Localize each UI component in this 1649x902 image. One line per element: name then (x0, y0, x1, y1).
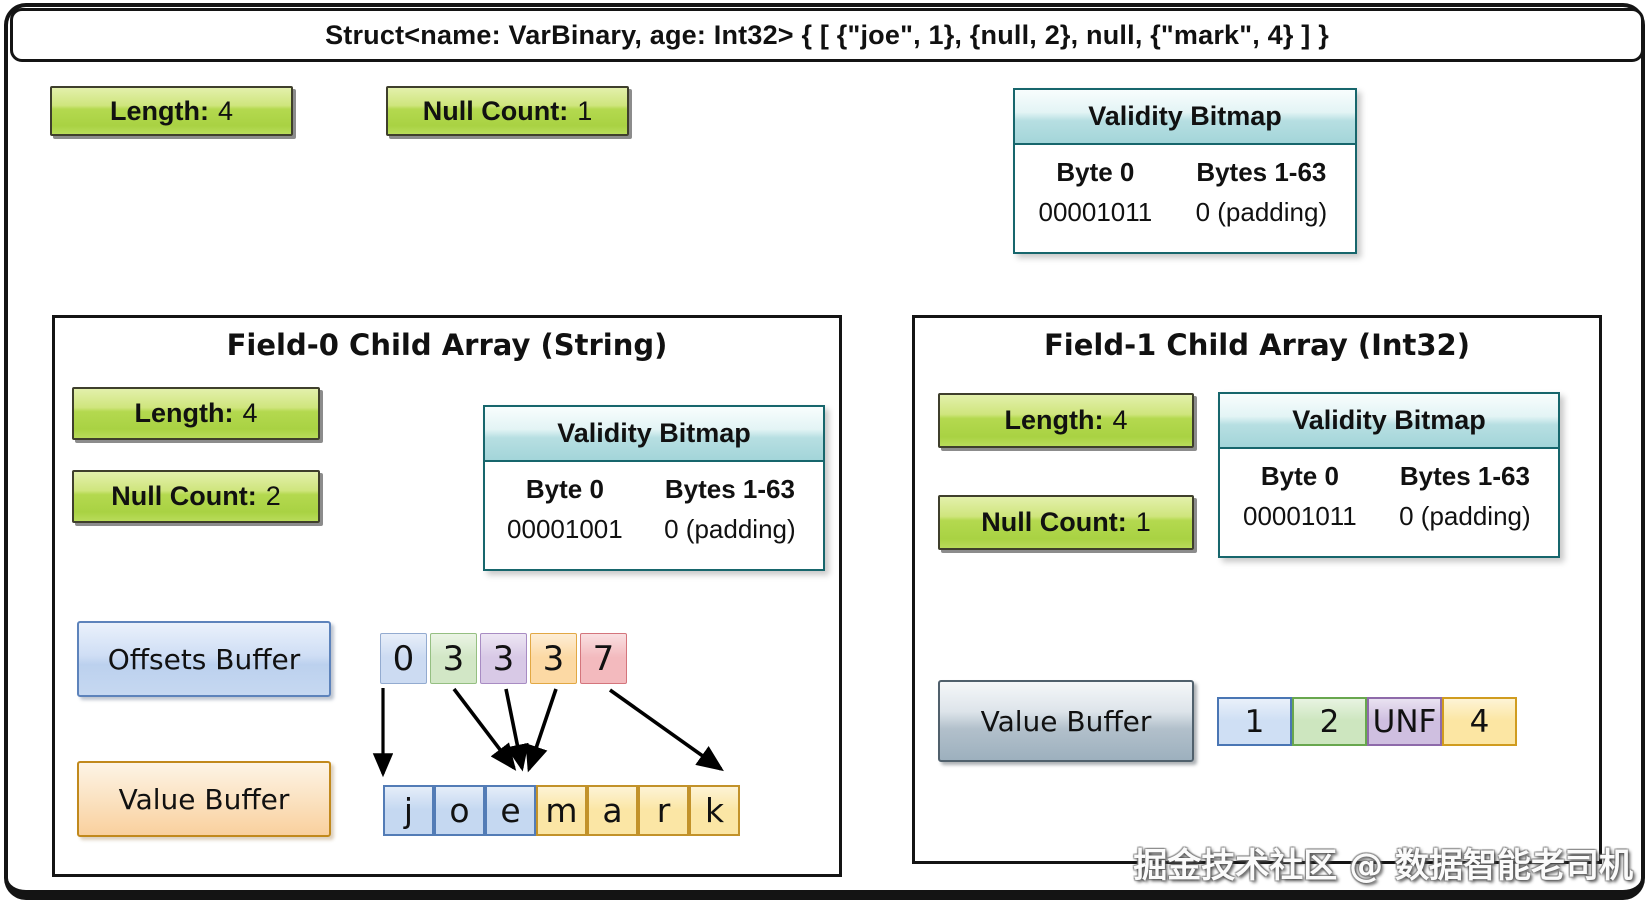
root-validity-bitmap-table: Validity Bitmap Byte 0 Bytes 1-63 000010… (1013, 88, 1357, 254)
buffer-cell: 0 (380, 633, 427, 684)
field0-value-buffer-button: Value Buffer (77, 761, 331, 837)
bytes1-63-column-header: Bytes 1-63 (664, 474, 795, 504)
byte0-column-header: Byte 0 (525, 474, 604, 504)
buffer-cell: 4 (1442, 697, 1517, 746)
field1-length-badge: Length: 4 (938, 393, 1194, 448)
validity-bitmap-body: Byte 0 Bytes 1-63 00001001 0 (padding) (485, 462, 823, 569)
length-label: Length: (1004, 405, 1104, 435)
bytes1-63-column-header: Bytes 1-63 (1399, 461, 1530, 491)
length-value: 4 (242, 398, 258, 428)
null-count-value: 1 (1135, 507, 1151, 537)
validity-bitmap-header: Validity Bitmap (1015, 90, 1355, 145)
field0-title: Field-0 Child Array (String) (226, 328, 668, 362)
buffer-cell: a (587, 785, 638, 836)
buffer-cell: 3 (530, 633, 577, 684)
null-count-label: Null Count: (981, 507, 1127, 537)
buffer-cell: 1 (1217, 697, 1292, 746)
field1-value-buffer-button: Value Buffer (938, 680, 1194, 762)
buffer-cell: m (536, 785, 587, 836)
root-null-count-badge: Null Count: 1 (386, 86, 629, 136)
null-count-label: Null Count: (422, 95, 569, 126)
buffer-cell: 7 (580, 633, 627, 684)
validity-bitmap-body: Byte 0 Bytes 1-63 00001011 0 (padding) (1015, 145, 1355, 252)
validity-bitmap-header: Validity Bitmap (1220, 394, 1558, 449)
null-count-value: 2 (265, 481, 281, 511)
byte0-value: 00001011 (1038, 197, 1153, 227)
bytes1-63-value: 0 (padding) (664, 514, 796, 544)
null-count-label: Null Count: (111, 481, 257, 511)
diagram-title: Struct<name: VarBinary, age: Int32> { [ … (10, 8, 1644, 62)
root-length-badge: Length: 4 (50, 86, 293, 136)
buffer-cell: o (434, 785, 485, 836)
validity-bitmap-header: Validity Bitmap (485, 407, 823, 462)
watermark: 掘金技术社区 @ 数据智能老司机 (1133, 846, 1633, 886)
bytes1-63-value: 0 (padding) (1399, 501, 1531, 531)
field1-validity-bitmap-table: Validity Bitmap Byte 0 Bytes 1-63 000010… (1218, 392, 1560, 558)
buffer-cell: j (383, 785, 434, 836)
null-count-value: 1 (577, 95, 593, 126)
field1-null-count-badge: Null Count: 1 (938, 495, 1194, 550)
validity-bitmap-body: Byte 0 Bytes 1-63 00001011 0 (padding) (1220, 449, 1558, 556)
byte0-column-header: Byte 0 (1056, 157, 1135, 187)
field1-title: Field-1 Child Array (Int32) (1044, 328, 1470, 362)
length-value: 4 (1112, 405, 1128, 435)
bytes1-63-value: 0 (padding) (1195, 197, 1328, 227)
byte0-value: 00001001 (507, 514, 623, 544)
buffer-cell: 3 (480, 633, 527, 684)
buffer-cell: 3 (430, 633, 477, 684)
buffer-cell: e (485, 785, 536, 836)
buffer-cell: 2 (1292, 697, 1367, 746)
byte0-column-header: Byte 0 (1260, 461, 1339, 491)
buffer-cell: UNF (1367, 697, 1442, 746)
length-value: 4 (217, 95, 233, 126)
length-label: Length: (134, 398, 234, 428)
field0-validity-bitmap-table: Validity Bitmap Byte 0 Bytes 1-63 000010… (483, 405, 825, 571)
length-label: Length: (109, 95, 209, 126)
buffer-cell: r (638, 785, 689, 836)
outer-frame (4, 3, 1645, 900)
field0-offsets-buffer-button: Offsets Buffer (77, 621, 331, 697)
field0-null-count-badge: Null Count: 2 (72, 470, 320, 523)
field0-length-badge: Length: 4 (72, 387, 320, 440)
buffer-cell: k (689, 785, 740, 836)
bytes1-63-column-header: Bytes 1-63 (1196, 157, 1327, 187)
byte0-value: 00001011 (1243, 501, 1357, 531)
